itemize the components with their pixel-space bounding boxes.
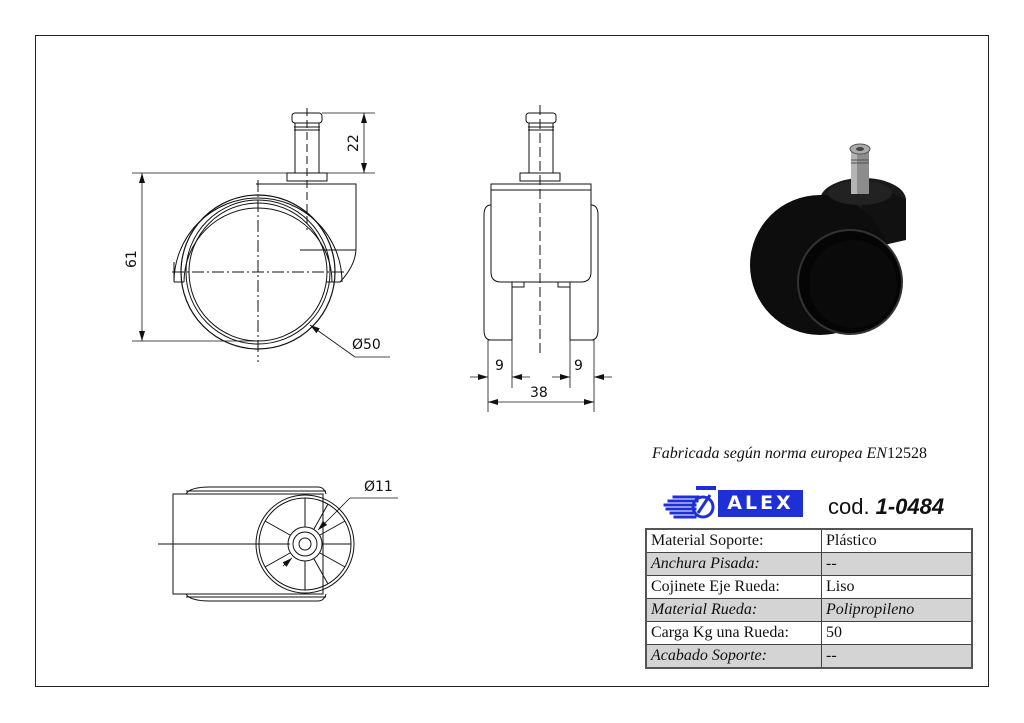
spec-value: 50 (821, 621, 973, 645)
spec-row: Material Soporte: Plástico (645, 528, 973, 553)
spec-value: Plástico (821, 528, 973, 553)
spec-label: Acabado Soporte: (645, 644, 822, 669)
spec-value: -- (821, 644, 973, 669)
drawing-border (35, 35, 989, 687)
spec-row: Cojinete Eje Rueda: Liso (645, 575, 973, 599)
spec-label: Carga Kg una Rueda: (645, 621, 822, 645)
dim-pin-diameter: Ø11 (364, 479, 393, 495)
spec-value: -- (821, 552, 973, 576)
dim-left-wheel-width: 9 (495, 358, 504, 374)
dim-total-height: 61 (124, 250, 140, 268)
product-code: cod.1-0484 (828, 494, 944, 520)
product-code-value: 1-0484 (875, 494, 945, 519)
norma-number: 12528 (886, 445, 927, 462)
brand-logo-text: ALEX (718, 490, 803, 517)
spec-row: Acabado Soporte: -- (645, 644, 973, 669)
spec-label: Material Soporte: (645, 528, 822, 553)
norma-text: Fabricada según norma europea EN12528 (652, 445, 927, 463)
spec-row: Material Rueda: Polipropileno (645, 598, 973, 622)
specs-table: Material Soporte: Plástico Anchura Pisad… (645, 528, 973, 669)
dim-pin-height: 22 (346, 134, 362, 152)
dim-right-wheel-width: 9 (574, 358, 583, 374)
spec-label: Material Rueda: (645, 598, 822, 622)
spec-value: Polipropileno (821, 598, 973, 622)
brand-logo: ALEX (660, 484, 805, 520)
alex-logo-icon (663, 486, 716, 519)
spec-value: Liso (821, 575, 973, 599)
product-code-prefix: cod. (828, 494, 870, 519)
norma-label: Fabricada según norma europea EN (652, 445, 887, 462)
spec-label: Cojinete Eje Rueda: (645, 575, 822, 599)
front-view (470, 105, 612, 412)
side-view (132, 108, 390, 362)
dim-wheel-diameter: Ø50 (352, 337, 381, 353)
spec-row: Anchura Pisada: -- (645, 552, 973, 576)
spec-row: Carga Kg una Rueda: 50 (645, 621, 973, 645)
dim-total-width: 38 (530, 385, 548, 401)
spec-label: Anchura Pisada: (645, 552, 822, 576)
top-view (158, 486, 398, 602)
caster-3d-render (750, 143, 906, 335)
